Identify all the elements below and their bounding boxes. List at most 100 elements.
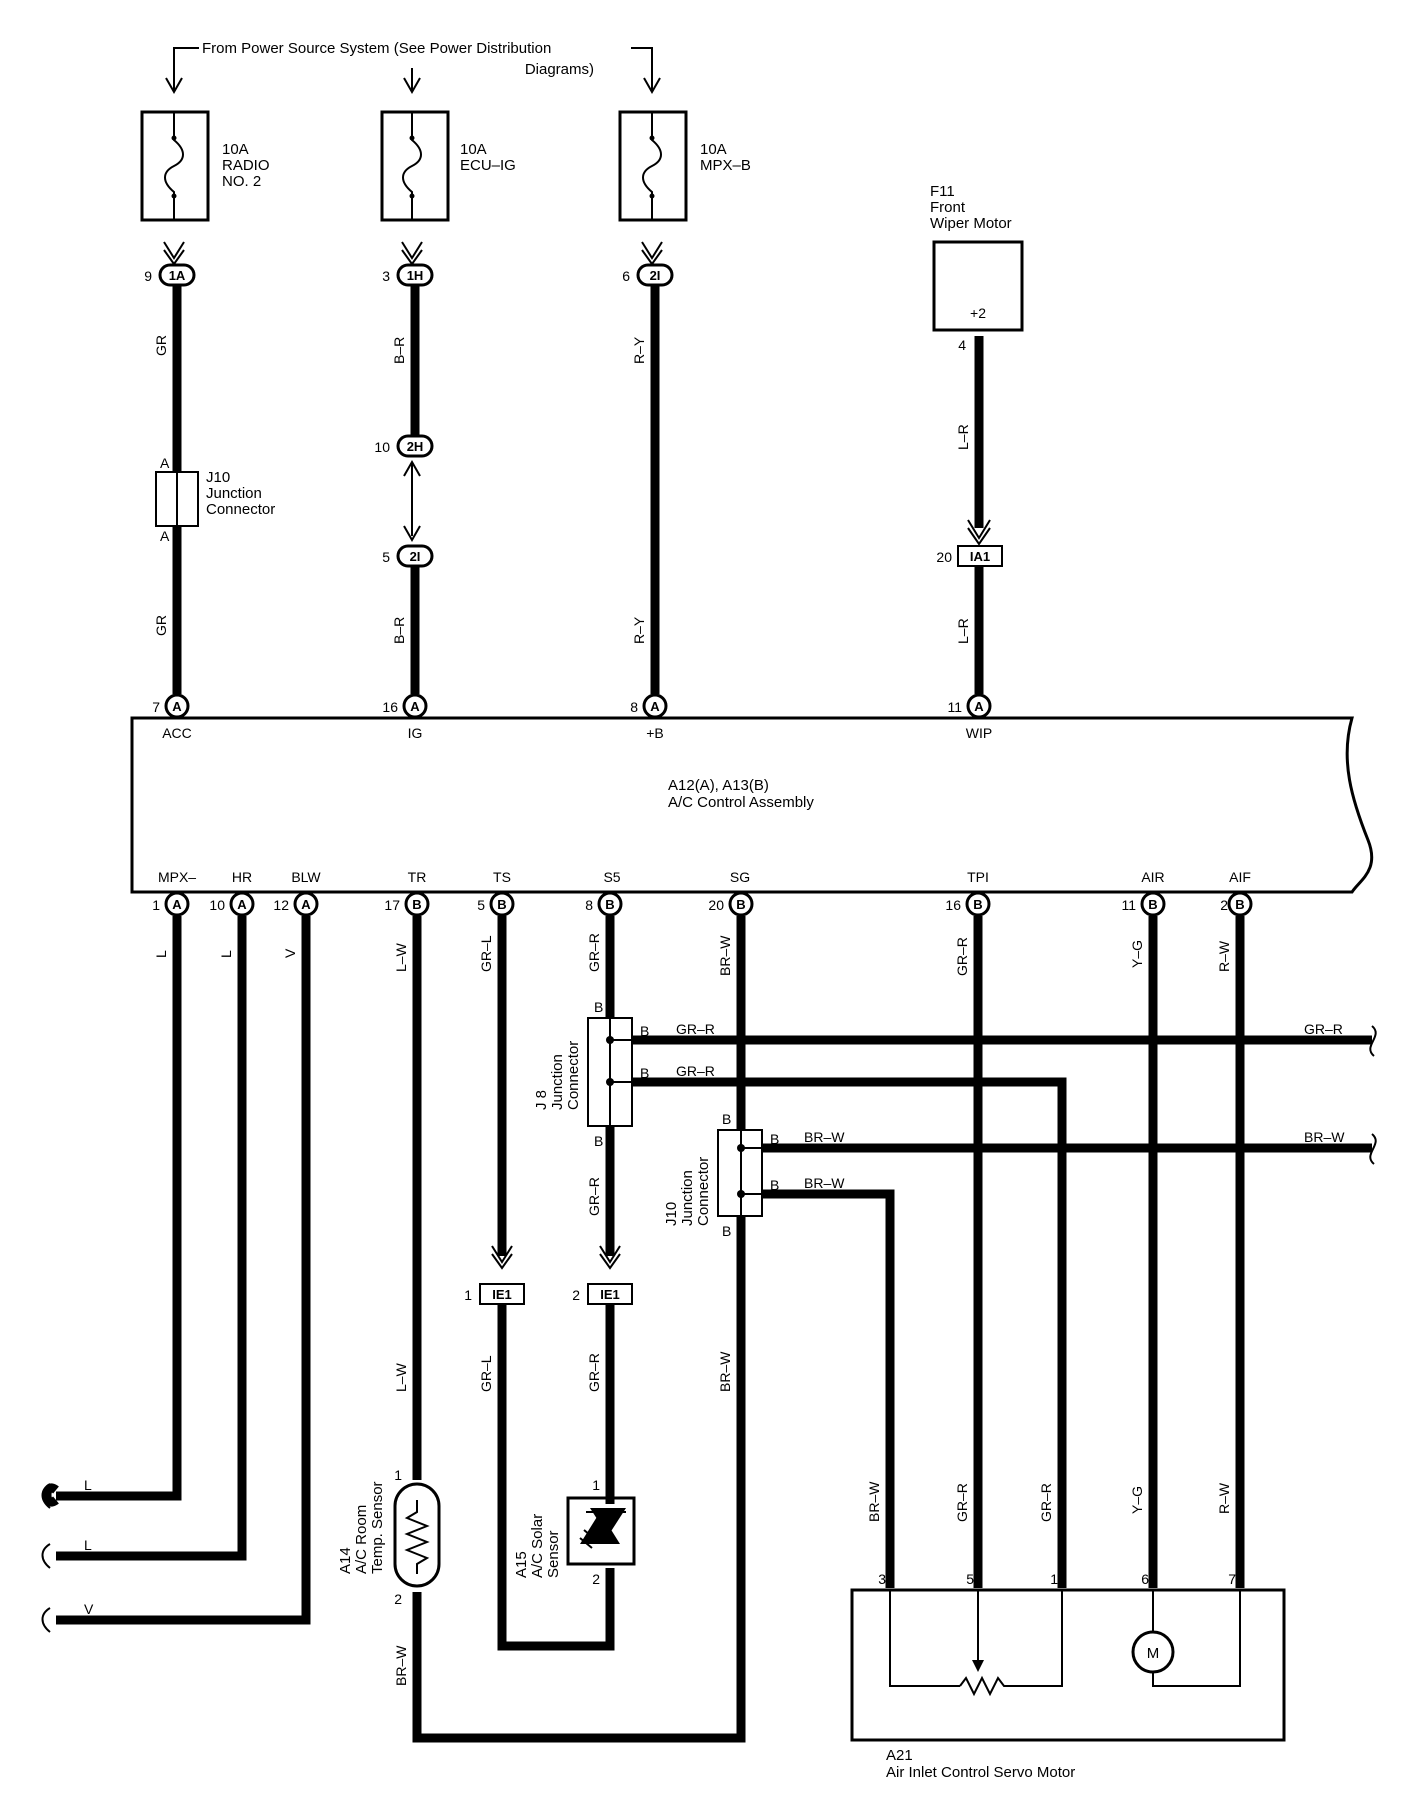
svg-text:S5: S5 xyxy=(603,869,620,885)
svg-text:SG: SG xyxy=(730,869,750,885)
assembly-top-pins: A 7 A 16 A 8 A 11 xyxy=(152,693,992,719)
svg-text:L–R: L–R xyxy=(955,424,971,450)
j10-junction-top: A A J10 Junction Connector xyxy=(155,455,275,544)
svg-text:Connector: Connector xyxy=(206,501,275,518)
fuse-ecu-name: ECU–IG xyxy=(460,157,516,174)
svg-text:B: B xyxy=(640,1023,649,1039)
svg-text:V: V xyxy=(282,948,298,958)
svg-text:J 8: J 8 xyxy=(533,1090,550,1110)
svg-text:AIF: AIF xyxy=(1229,869,1251,885)
svg-text:GR: GR xyxy=(153,615,169,636)
svg-text:A: A xyxy=(172,897,182,912)
motor-symbol: M xyxy=(1147,1645,1160,1662)
svg-text:11: 11 xyxy=(1121,897,1136,913)
junction-2i-top: 2I 6 xyxy=(622,263,674,287)
svg-text:Connector: Connector xyxy=(695,1157,712,1226)
svg-text:TPI: TPI xyxy=(967,869,989,885)
svg-text:2: 2 xyxy=(592,1571,600,1587)
svg-text:10: 10 xyxy=(374,439,390,455)
power-source-text-1: From Power Source System (See Power Dist… xyxy=(202,40,551,57)
svg-text:Junction: Junction xyxy=(679,1170,696,1226)
svg-text:R–Y: R–Y xyxy=(631,616,647,644)
svg-text:GR–R: GR–R xyxy=(1038,1483,1054,1522)
svg-text:B: B xyxy=(736,897,745,912)
svg-text:R–Y: R–Y xyxy=(631,336,647,364)
svg-text:B: B xyxy=(1235,897,1244,912)
fuse-ecu-amp: 10A xyxy=(460,141,487,158)
svg-text:B: B xyxy=(770,1131,779,1147)
svg-text:A: A xyxy=(237,897,247,912)
junction-ie1-a: IE1 1 xyxy=(464,1283,525,1305)
svg-text:Y–G: Y–G xyxy=(1129,1486,1145,1514)
svg-text:GR–R: GR–R xyxy=(954,1483,970,1522)
svg-text:B: B xyxy=(1148,897,1157,912)
svg-text:L–W: L–W xyxy=(393,942,409,972)
svg-text:L–W: L–W xyxy=(393,1362,409,1392)
svg-text:BR–W: BR–W xyxy=(393,1645,409,1686)
assembly-name: A/C Control Assembly xyxy=(668,794,814,811)
svg-text:B: B xyxy=(973,897,982,912)
junction-1h: 1H 3 xyxy=(382,263,434,287)
power-source-text-2: Diagrams) xyxy=(525,61,594,78)
svg-text:B: B xyxy=(770,1177,779,1193)
svg-text:L: L xyxy=(84,1537,92,1553)
svg-text:5: 5 xyxy=(382,549,390,565)
svg-text:BR–W: BR–W xyxy=(804,1175,845,1191)
air-inlet-servo-motor: M 3 5 1 6 7 A21 Air Inlet Control Servo … xyxy=(850,1571,1286,1781)
svg-text:16: 16 xyxy=(945,897,961,913)
j8-junction-connector: B B B B J 8 Junction Connector xyxy=(533,999,649,1149)
svg-text:L: L xyxy=(84,1477,92,1493)
svg-text:R–W: R–W xyxy=(1216,940,1232,972)
svg-text:B: B xyxy=(605,897,614,912)
svg-text:GR–R: GR–R xyxy=(586,1353,602,1392)
svg-text:BR–W: BR–W xyxy=(866,1481,882,1522)
svg-text:8: 8 xyxy=(630,699,638,715)
assembly-id: A12(A), A13(B) xyxy=(668,777,769,794)
junction-2i-low: 2I 5 xyxy=(382,544,434,568)
svg-text:B–R: B–R xyxy=(391,617,407,644)
svg-text:Temp. Sensor: Temp. Sensor xyxy=(369,1481,386,1574)
svg-text:BLW: BLW xyxy=(291,869,321,885)
svg-text:J10: J10 xyxy=(663,1202,680,1226)
svg-text:A: A xyxy=(172,699,182,714)
svg-text:1A: 1A xyxy=(169,268,186,283)
svg-text:B–R: B–R xyxy=(391,337,407,364)
svg-text:A: A xyxy=(301,897,311,912)
svg-text:GR: GR xyxy=(153,335,169,356)
svg-text:Wiper Motor: Wiper Motor xyxy=(930,215,1012,232)
svg-text:2H: 2H xyxy=(407,439,424,454)
svg-text:B: B xyxy=(722,1223,731,1239)
svg-text:BR–W: BR–W xyxy=(804,1129,845,1145)
svg-text:8: 8 xyxy=(585,897,593,913)
svg-text:GR–R: GR–R xyxy=(586,1177,602,1216)
svg-text:BR–W: BR–W xyxy=(717,935,733,976)
svg-text:+B: +B xyxy=(646,725,664,741)
svg-text:A: A xyxy=(410,699,420,714)
svg-text:A: A xyxy=(974,699,984,714)
front-wiper-motor: F11 Front Wiper Motor +2 4 xyxy=(930,183,1024,353)
svg-text:B: B xyxy=(594,999,603,1015)
svg-text:GR–L: GR–L xyxy=(478,1355,494,1392)
svg-text:20: 20 xyxy=(936,549,952,565)
svg-text:3: 3 xyxy=(382,268,390,284)
svg-text:1: 1 xyxy=(592,1477,600,1493)
svg-text:1: 1 xyxy=(1050,1571,1058,1587)
svg-text:F11: F11 xyxy=(930,183,955,200)
servo-id: A21 xyxy=(886,1747,913,1764)
svg-text:A/C Room: A/C Room xyxy=(353,1505,370,1574)
junction-2h: 2H 10 xyxy=(374,434,434,458)
svg-text:12: 12 xyxy=(273,897,289,913)
svg-text:TR: TR xyxy=(408,869,427,885)
svg-text:IA1: IA1 xyxy=(970,549,990,564)
svg-text:GR–R: GR–R xyxy=(1304,1021,1343,1037)
junction-1a: 1A 9 xyxy=(144,263,196,287)
svg-text:IE1: IE1 xyxy=(600,1287,620,1302)
svg-text:AIR: AIR xyxy=(1141,869,1164,885)
svg-text:J10: J10 xyxy=(206,469,230,486)
svg-text:Junction: Junction xyxy=(549,1054,566,1110)
svg-text:1: 1 xyxy=(152,897,160,913)
svg-text:B: B xyxy=(594,1133,603,1149)
junction-ie1-b: IE1 2 xyxy=(572,1283,633,1305)
svg-text:ACC: ACC xyxy=(162,725,192,741)
fuse-radio-name: RADIO xyxy=(222,157,270,174)
